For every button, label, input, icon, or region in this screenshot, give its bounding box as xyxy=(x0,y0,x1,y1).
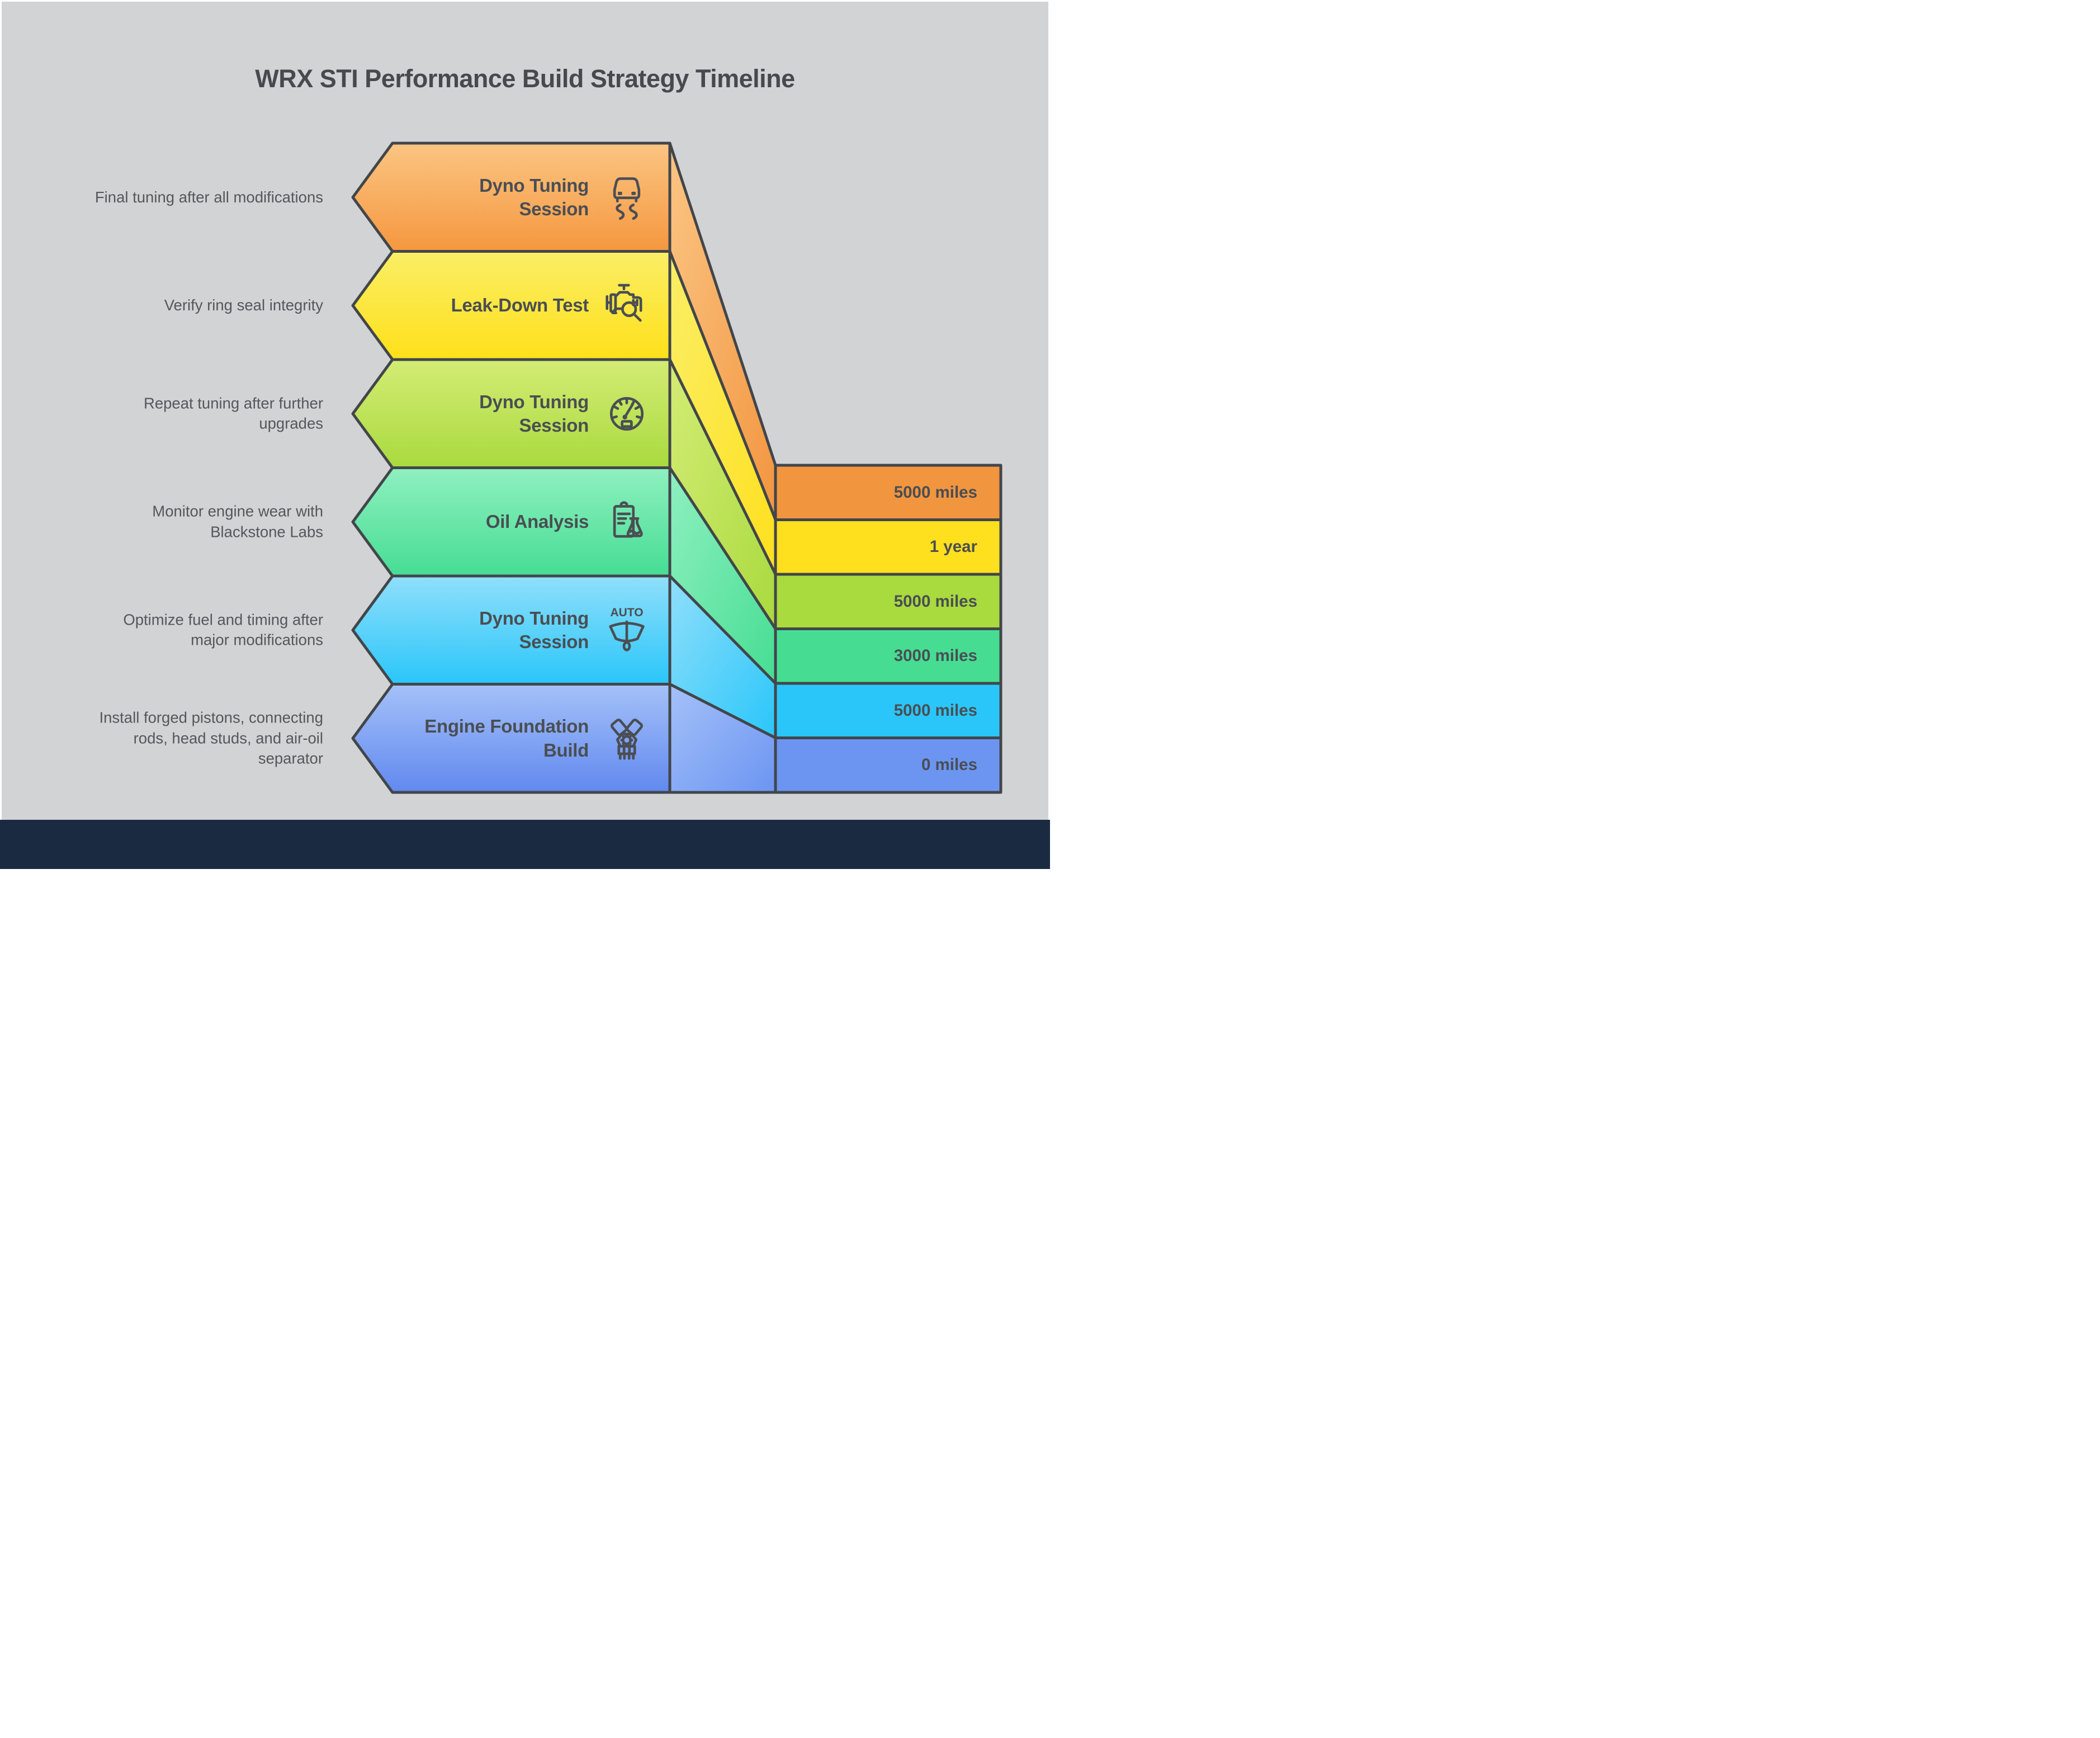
arrow-content-6: Engine Foundation Build xyxy=(392,684,650,793)
step-title: Dyno Tuning Session xyxy=(479,174,589,219)
milestone-label-2: 1 year xyxy=(929,537,977,556)
milestone-label-4: 3000 miles xyxy=(893,646,977,665)
side-note-1: Final tuning after all modifications xyxy=(94,188,323,206)
step-title: Dyno Tuning Session xyxy=(479,607,589,652)
side-note-2: Verify ring seal integrity xyxy=(164,296,323,314)
infographic-page: { "title": "WRX STI Performance Build St… xyxy=(0,0,1050,869)
arrow-content-5: Dyno Tuning Session AUTO xyxy=(392,576,650,684)
arrow-content-4: Oil Analysis xyxy=(392,468,650,577)
arrow-step-5 xyxy=(351,574,671,686)
arrow-step-2 xyxy=(351,250,671,361)
car-skid-icon xyxy=(613,177,641,220)
milestone-box-2 xyxy=(774,518,1002,576)
engine-inspection-icon xyxy=(606,284,642,322)
arrow-step-4 xyxy=(351,466,671,578)
svg-text:AUTO: AUTO xyxy=(610,607,643,619)
footer-bar xyxy=(0,820,1050,869)
step-title: Leak-Down Test xyxy=(451,295,589,316)
step-title: Oil Analysis xyxy=(485,511,589,532)
milestone-box-6 xyxy=(774,736,1002,794)
auto-gauge-icon: AUTO xyxy=(609,607,645,651)
v-engine-icon xyxy=(611,718,643,760)
page-title: WRX STI Performance Build Strategy Timel… xyxy=(255,64,795,93)
speedometer-icon xyxy=(609,396,644,431)
arrow-content-2: Leak-Down Test xyxy=(392,252,650,360)
milestone-label-5: 5000 miles xyxy=(893,701,977,720)
side-note-4: Monitor engine wear with Blackstone Labs xyxy=(152,503,323,541)
step-title: Engine Foundation Build xyxy=(424,716,589,761)
side-note-5: Optimize fuel and timing after major mod… xyxy=(123,611,323,649)
arrow-step-1 xyxy=(351,141,671,253)
canvas: WRX STI Performance Build Strategy Timel… xyxy=(2,2,1048,869)
milestone-label-6: 0 miles xyxy=(921,755,977,774)
timeline-diagram xyxy=(351,141,1002,794)
arrow-step-6 xyxy=(351,683,671,794)
step-title: Dyno Tuning Session xyxy=(479,391,589,436)
milestone-box-1 xyxy=(774,464,1002,521)
milestone-label-1: 5000 miles xyxy=(893,483,977,502)
oil-report-flask-icon xyxy=(613,500,643,538)
milestone-box-5 xyxy=(774,682,1002,739)
arrow-content-1: Dyno Tuning Session xyxy=(392,143,650,252)
milestone-box-4 xyxy=(774,627,1002,685)
side-note-3: Repeat tuning after further upgrades xyxy=(143,394,323,432)
arrow-step-3 xyxy=(351,358,671,469)
side-note-6: Install forged pistons, connecting rods,… xyxy=(99,709,323,767)
arrow-content-3: Dyno Tuning Session xyxy=(392,360,650,468)
milestone-label-3: 5000 miles xyxy=(893,592,977,611)
